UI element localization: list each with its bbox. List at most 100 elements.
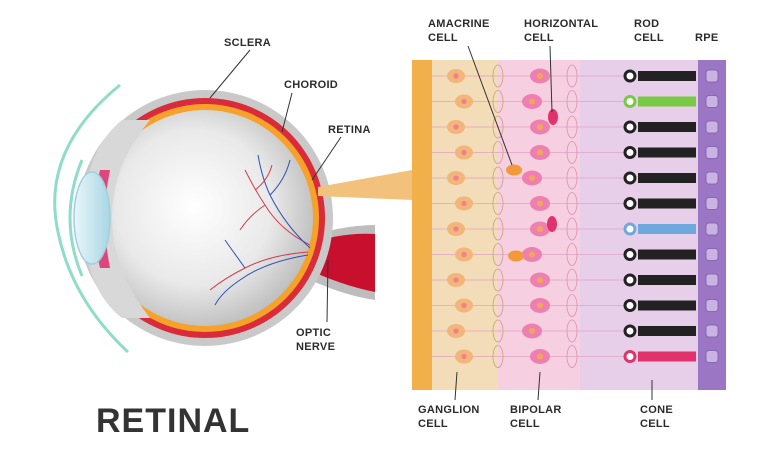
outer-synapse — [566, 217, 578, 241]
lens — [73, 171, 111, 265]
label-optic-nerve-2: NERVE — [296, 341, 335, 353]
amacrine-cell — [508, 250, 524, 262]
rod-cell-body — [623, 197, 637, 210]
inner-synapse — [492, 294, 504, 317]
inner-synapse — [492, 192, 504, 215]
label-choroid: CHOROID — [284, 79, 338, 91]
cone-cell-segment — [638, 224, 696, 234]
inner-synapse — [492, 90, 504, 113]
rpe-cell — [705, 171, 719, 185]
bipolar-cell-nucleus — [529, 328, 535, 334]
rpe-cell — [705, 248, 719, 261]
bipolar-cell-nucleus — [537, 73, 543, 79]
zoom-wedge — [318, 170, 412, 200]
cornea — [68, 159, 84, 277]
nerve-fiber-layer — [412, 60, 432, 390]
label-optic-nerve-1: OPTIC — [296, 327, 331, 339]
outer-synapse — [566, 64, 578, 88]
ganglion-cell-nucleus — [461, 302, 467, 309]
rpe-cell — [705, 69, 719, 83]
inner-synapse — [492, 141, 504, 164]
rod-cell-segment — [638, 300, 696, 311]
label-rpe: RPE — [695, 32, 719, 44]
label-horizontal-1: HORIZONTAL — [524, 18, 598, 30]
bipolar-cell-nucleus — [537, 353, 543, 360]
label-ganglion-1: GANGLION — [418, 404, 480, 416]
cone-cell-segment — [638, 96, 696, 107]
inner-synapse — [492, 217, 504, 241]
ganglion-cell-nucleus — [461, 200, 467, 207]
retina-layers — [412, 60, 726, 390]
rod-cell-segment — [638, 147, 696, 158]
pointer-lines — [209, 45, 653, 401]
ganglion-cell-nucleus — [461, 98, 467, 105]
bipolar-cell-nucleus — [529, 251, 535, 258]
rpe-cell — [705, 324, 719, 338]
blood-vessels — [209, 154, 311, 306]
rod-cell-body — [623, 299, 637, 312]
rod-cell-segment — [638, 326, 696, 336]
rpe-cell — [705, 299, 719, 312]
inner-synapse — [492, 115, 504, 139]
label-bipolar-1: BIPOLAR — [510, 404, 562, 416]
outer-synapse — [566, 141, 578, 164]
rod-cell-segment — [638, 173, 696, 183]
label-sclera: SCLERA — [224, 37, 271, 49]
outer-synapse — [566, 319, 578, 343]
inner-synapse — [492, 64, 504, 88]
bipolar-cell-nucleus — [529, 98, 535, 105]
cone-cell-body — [623, 350, 637, 363]
rod-cell-segment — [638, 198, 696, 209]
ganglion-cell-nucleus — [453, 277, 459, 283]
rod-cell-segment — [638, 122, 696, 132]
outer-synapse — [566, 243, 578, 266]
bipolar-cell-nucleus — [529, 175, 535, 181]
outer-synapse — [566, 294, 578, 317]
outer-synapse — [566, 90, 578, 113]
cone-cell-body — [623, 95, 637, 108]
labels: SCLERA CHOROID RETINA OPTIC NERVE AMACRI… — [96, 18, 719, 440]
ganglion-cell-nucleus — [461, 149, 467, 156]
label-rod-1: ROD — [634, 18, 659, 30]
rod-cell-body — [623, 146, 637, 159]
bipolar-cell-nucleus — [537, 149, 543, 156]
ganglion-cell-nucleus — [453, 124, 459, 130]
vitreous — [97, 110, 313, 326]
rpe-cell — [705, 95, 719, 108]
bipolar-cell-nucleus — [537, 302, 543, 309]
label-retina: RETINA — [328, 124, 371, 136]
amacrine-cell — [506, 164, 522, 176]
outer-synapse — [566, 268, 578, 292]
cornea-cap — [82, 120, 150, 318]
rod-cell-body — [623, 69, 637, 83]
outer-synapse — [566, 166, 578, 190]
rpe-cell — [705, 273, 719, 287]
ganglion-cell-nucleus — [453, 226, 459, 232]
cell-rows — [432, 64, 719, 368]
horizontal-cell — [548, 109, 558, 125]
label-bipolar-2: CELL — [510, 418, 540, 430]
rpe-cell — [705, 146, 719, 159]
diagram-title: RETINAL — [96, 402, 250, 440]
label-amacrine-1: AMACRINE — [428, 18, 490, 30]
inner-synapse — [492, 345, 504, 368]
inner-synapse — [492, 243, 504, 266]
ganglion-cell-nucleus — [453, 175, 459, 181]
rpe-cell — [705, 120, 719, 134]
label-cone-2: CELL — [640, 418, 670, 430]
ganglion-layer-bg — [432, 60, 498, 390]
bipolar-cell-nucleus — [537, 277, 543, 283]
rpe-cell — [705, 197, 719, 210]
outer-synapse — [566, 192, 578, 215]
outer-synapse — [566, 115, 578, 139]
inner-synapse — [492, 166, 504, 190]
rod-cell-body — [623, 171, 637, 185]
rod-cell-segment — [638, 71, 696, 81]
outer-synapse — [566, 345, 578, 368]
bipolar-cell-nucleus — [537, 226, 543, 232]
ganglion-cell-nucleus — [453, 73, 459, 79]
label-amacrine-2: CELL — [428, 32, 458, 44]
label-rod-2: CELL — [634, 32, 664, 44]
inner-synapse — [492, 268, 504, 292]
label-cone-1: CONE — [640, 404, 673, 416]
